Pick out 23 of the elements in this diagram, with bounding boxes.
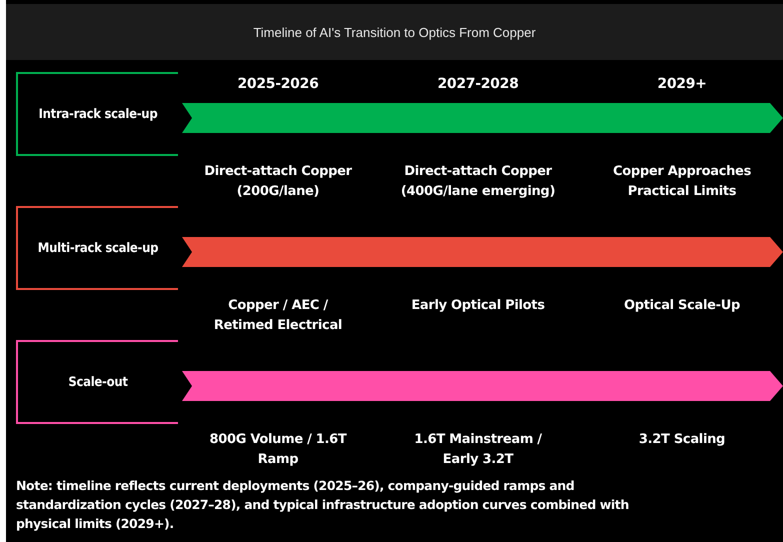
stage-label: 1.6T Mainstream / Early 3.2T [413,431,543,469]
row-label: Multi-rack scale-up [38,240,158,256]
row-bracket [16,340,178,424]
stage-label: 800G Volume / 1.6T Ramp [208,431,348,469]
stage-label: Copper Approaches Practical Limits [612,163,752,201]
title: Timeline of AI's Transition to Optics From Copper [6,4,783,60]
row-label: Intra-rack scale-up [38,106,158,122]
stage-label: Optical Scale-Up [622,297,742,315]
timeline-band [182,103,783,133]
row-bracket [16,72,178,156]
timeline-band [182,371,783,401]
year-heading: 2029+ [656,75,708,94]
stage-label: Copper / AEC / Retimed Electrical [212,297,344,335]
stage-label: Early Optical Pilots [410,297,546,315]
note: Note: timeline reflects current deployments (2025–26), company-guided ramps and standardization cycles (2027–28), and typical infrastructure adoption curves combined with physical limits (2029+). [16,477,630,533]
row-label: Scale-out [68,374,128,390]
stage-label: Direct-attach Copper (400G/lane emerging) [400,163,556,201]
timeline-band [182,237,783,267]
year-heading: 2027-2028 [436,75,520,94]
stage-label: Direct-attach Copper (200G/lane) [203,163,353,201]
stage-label: 3.2T Scaling [638,431,726,449]
year-heading: 2025-2026 [236,75,320,94]
row-bracket [16,206,178,290]
